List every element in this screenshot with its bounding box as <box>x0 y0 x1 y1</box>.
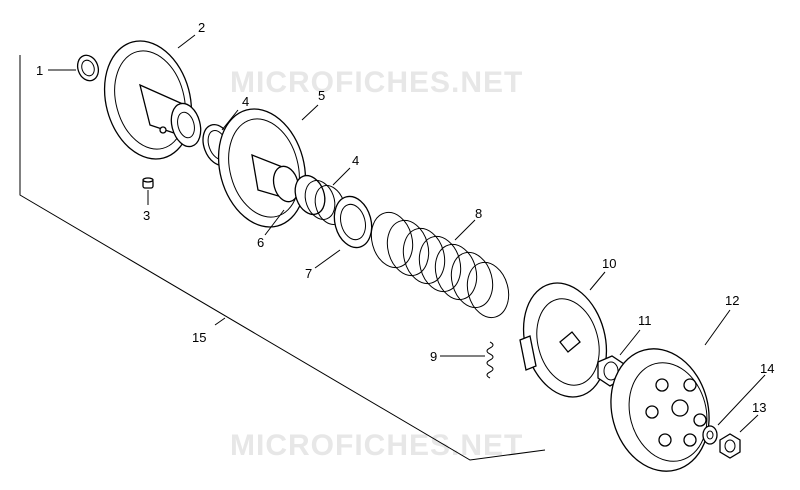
callout-4-a: 4 <box>242 94 249 109</box>
callout-11: 11 <box>638 313 652 328</box>
callout-4-b: 4 <box>352 153 359 168</box>
callout-12: 12 <box>725 293 739 308</box>
callout-3: 3 <box>143 208 150 223</box>
watermark-top: MICROFICHES.NET <box>230 66 523 99</box>
callout-13: 13 <box>752 400 766 415</box>
part-1-ring <box>76 54 100 82</box>
part-6-sleeve <box>333 195 373 249</box>
callout-14: 14 <box>760 361 774 376</box>
watermark-bottom: MICROFICHES.NET <box>230 429 523 462</box>
callout-9: 9 <box>430 349 437 364</box>
assembly-bracket-15 <box>19 55 546 461</box>
callout-7: 7 <box>305 266 312 281</box>
part-8-spring <box>370 211 510 319</box>
part-12-clutch-bell <box>610 348 710 472</box>
callout-15: 15 <box>192 330 206 345</box>
callout-2: 2 <box>198 20 205 35</box>
callout-10: 10 <box>602 256 616 271</box>
part-13-nut <box>719 433 741 459</box>
callout-6: 6 <box>257 235 264 250</box>
callout-1: 1 <box>36 63 43 78</box>
callout-5: 5 <box>318 88 325 103</box>
callout-8: 8 <box>475 206 482 221</box>
part-2-pulley-half <box>103 40 202 160</box>
part-14-washer <box>702 425 718 445</box>
part-9-small-spring <box>486 341 494 379</box>
part-5-pulley-face <box>217 108 307 228</box>
part-10-clutch-shoes <box>519 282 608 398</box>
leader-lines <box>48 34 766 433</box>
part-3-pin <box>142 177 154 189</box>
